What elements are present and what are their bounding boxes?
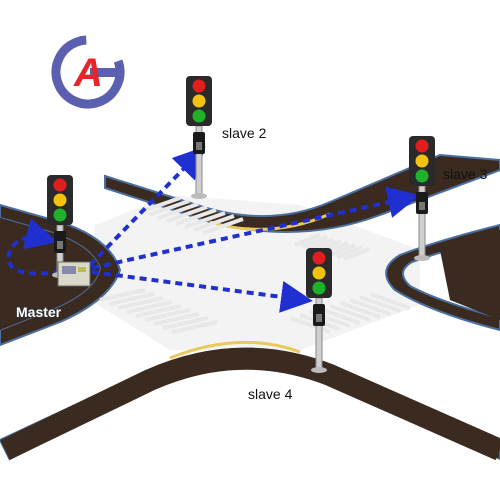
green-light-icon <box>415 169 429 183</box>
crosswalk-stripe <box>126 300 173 314</box>
crosswalk-stripe <box>308 237 335 251</box>
master-controller-box <box>57 261 91 287</box>
green-light-icon <box>53 208 67 222</box>
pedestrian-signal-lamp <box>316 314 322 322</box>
yellow-light-icon <box>312 266 326 280</box>
crosswalk-stripe <box>171 320 218 334</box>
crosswalk-stripe <box>294 233 321 247</box>
red-light-icon <box>53 178 67 192</box>
signal-links <box>6 146 420 313</box>
traffic-lights <box>47 76 435 373</box>
crosswalk-stripe <box>336 245 363 259</box>
link-master-loop <box>6 218 61 276</box>
logo-ring <box>51 35 125 109</box>
label-master: Master <box>16 304 62 320</box>
light-base <box>311 367 327 373</box>
crosswalk-stripe <box>157 202 199 220</box>
crosswalk-stripe <box>139 196 181 214</box>
crosswalk-stripe <box>329 243 356 257</box>
crosswalk-stripe <box>343 247 370 261</box>
crosswalk-stripe <box>339 301 381 319</box>
label-slave-2: slave 2 <box>222 125 267 141</box>
crosswalk-stripe <box>329 304 371 322</box>
label-slave-4: slave 4 <box>248 386 293 402</box>
crosswalk-stripe <box>135 304 182 318</box>
crosswalk-stripe <box>359 295 401 313</box>
crosswalk-east <box>294 233 370 261</box>
crosswalk-north <box>139 196 244 235</box>
crosswalk-stripe <box>202 217 244 235</box>
logo-bar <box>90 68 118 77</box>
link-to-slave-2 <box>88 146 206 267</box>
road-south-surface <box>0 368 500 500</box>
yellow-light-icon <box>192 94 206 108</box>
road-east <box>385 223 500 332</box>
crosswalk-stripe <box>166 205 208 223</box>
yellow-light-icon <box>53 193 67 207</box>
traffic-light-slave-4 <box>306 248 332 373</box>
crosswalk-stripe <box>184 211 226 229</box>
crosswalk-stripe <box>193 214 235 232</box>
crosswalk-stripe <box>289 316 331 334</box>
red-light-icon <box>415 139 429 153</box>
crosswalk-stripe <box>319 307 361 325</box>
crosswalk-stripe <box>108 292 155 306</box>
yellow-light-icon <box>415 154 429 168</box>
intersection-plaza <box>90 195 420 350</box>
traffic-light-slave-3 <box>409 136 435 261</box>
crosswalk-stripe <box>301 235 328 249</box>
crosswalk-stripe <box>162 316 209 330</box>
crosswalks <box>99 196 411 334</box>
pedestrian-signal-lamp <box>419 202 425 210</box>
pedestrian-signal-lamp <box>196 142 202 150</box>
crosswalk-stripe <box>99 288 146 302</box>
light-base <box>414 255 430 261</box>
crosswalk-south <box>99 288 218 334</box>
green-light-icon <box>192 109 206 123</box>
green-light-icon <box>312 281 326 295</box>
crosswalk-stripe <box>153 312 200 326</box>
logo-letter: A <box>73 51 103 95</box>
crosswalk-stripe <box>117 296 164 310</box>
red-light-icon <box>192 79 206 93</box>
red-light-icon <box>312 251 326 265</box>
crosswalk-stripe <box>144 308 191 322</box>
traffic-light-master <box>47 175 73 278</box>
label-slave-3: slave 3 <box>443 166 488 182</box>
traffic-light-slave-2 <box>186 76 212 199</box>
link-to-slave-3 <box>91 186 420 270</box>
road-east-far <box>440 230 500 320</box>
crosswalk-stripe <box>148 199 190 217</box>
crosswalk-stripe <box>349 298 391 316</box>
crosswalk-stripe <box>175 208 217 226</box>
light-base <box>191 193 207 199</box>
curb-accent-south <box>169 340 301 360</box>
company-logo: A <box>51 35 125 109</box>
crosswalk-stripe <box>369 292 411 310</box>
pedestrian-signal-lamp <box>57 241 63 249</box>
